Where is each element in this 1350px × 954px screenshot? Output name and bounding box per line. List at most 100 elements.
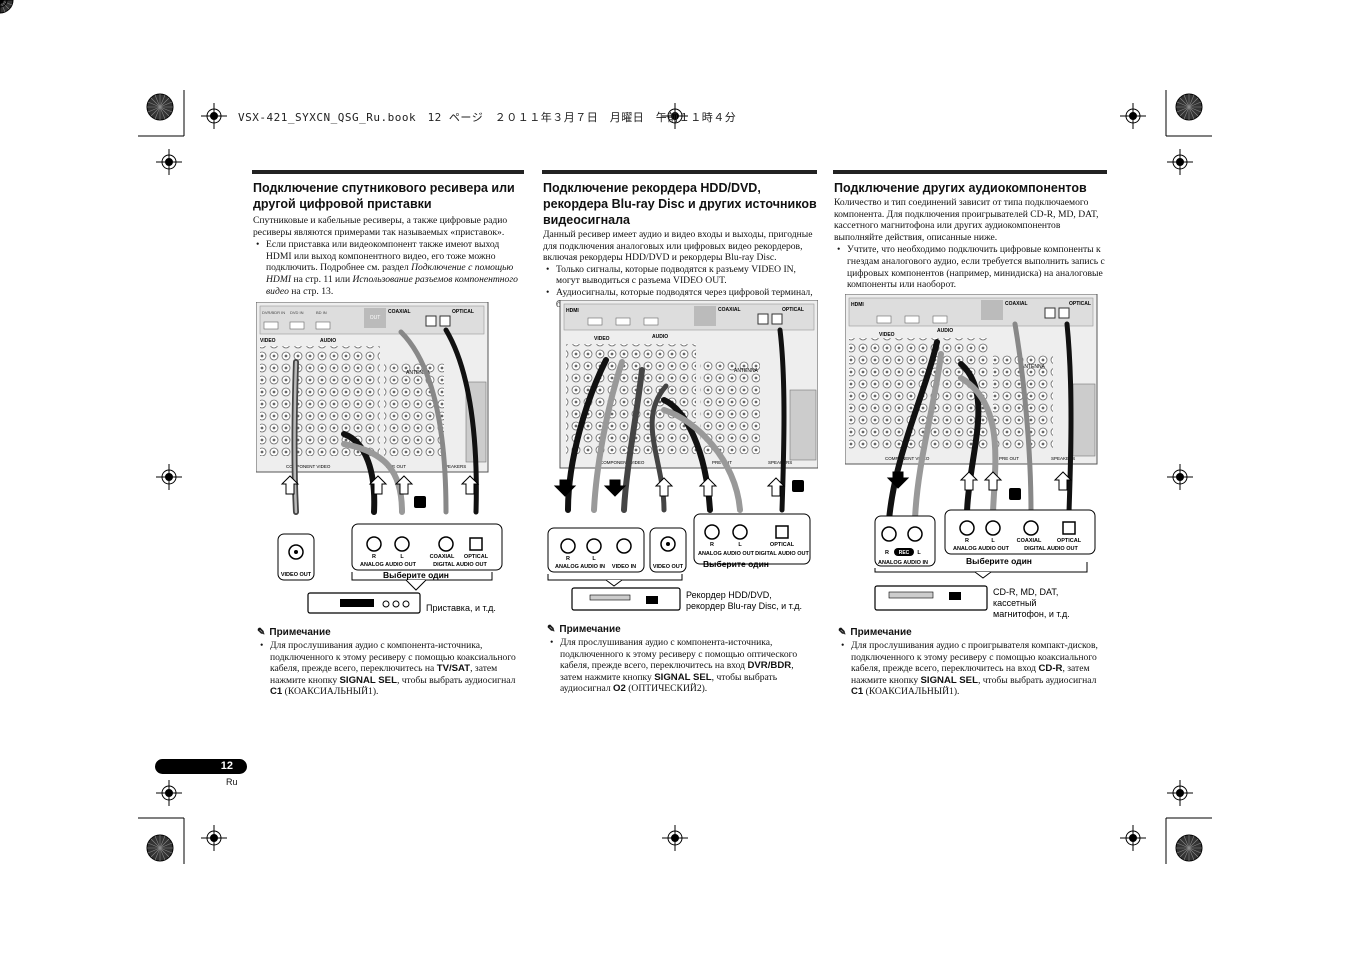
language-code: Ru	[226, 777, 238, 787]
panel-speakers-label: SPEAKERS	[442, 464, 466, 469]
panel-hdmi-label: HDMI	[566, 308, 579, 314]
note-title: Примечание	[269, 627, 331, 638]
r-label-2: R	[710, 542, 714, 548]
section-rule	[833, 170, 1107, 174]
receiver-rear-panel: HDMI COAXIAL OPTICAL VIDEO AUDIO ANTENNA…	[845, 294, 1098, 465]
panel-optical-label: OPTICAL	[452, 309, 474, 315]
note-icon	[1009, 488, 1021, 500]
analog-audio-in-label: ANALOG AUDIO IN	[878, 560, 928, 566]
panel-component-label: COMPONENT VIDEO	[286, 464, 331, 469]
section-intro: Спутниковые и кабельные ресиверы, а такж…	[253, 215, 508, 238]
r-label: R	[885, 550, 889, 556]
note-satellite: ✎Примечание Для прослушивания аудио с ко…	[257, 627, 525, 698]
panel-component-label: COMPONENT VIDEO	[600, 460, 645, 465]
digital-audio-out-label: DIGITAL AUDIO OUT	[755, 551, 809, 557]
panel-antenna-label: ANTENNA	[406, 370, 431, 376]
video-out-label: VIDEO OUT	[653, 564, 684, 570]
recorder-connection-diagram: HDMI COAXIAL OPTICAL VIDEO AUDIO ANTENNA…	[547, 300, 818, 611]
digital-audio-out-label: DIGITAL AUDIO OUT	[1024, 546, 1078, 552]
analog-audio-out-label: ANALOG AUDIO OUT	[698, 551, 755, 557]
video-out-label: VIDEO OUT	[281, 572, 312, 578]
print-header: VSX-421_SYXCN_QSG_Ru.book 12 ページ ２０１１年３月…	[238, 111, 737, 124]
section-intro: Данный ресивер имеет аудио и видео входы…	[543, 229, 813, 264]
list-item: Для прослушивания аудио с компонента-ист…	[257, 640, 525, 698]
note-audio-components: ✎Примечание Для прослушивания аудио с пр…	[838, 627, 1106, 698]
panel-video-label: VIDEO	[260, 338, 276, 344]
panel-coaxial-label: COAXIAL	[718, 307, 741, 313]
panel-audio-label: AUDIO	[652, 334, 668, 340]
l-label: L	[400, 554, 404, 560]
r-label-2: R	[965, 538, 969, 544]
note-icon	[792, 480, 804, 492]
satellite-connection-diagram: OUT DVR/BDR IN DVD IN BD IN COAXIAL OPTI…	[256, 302, 503, 614]
section-title: Подключение рекордера HDD/DVD, рекордера…	[543, 181, 817, 227]
l-label: L	[917, 550, 921, 556]
note-recorder: ✎Примечание Для прослушивания аудио с ко…	[547, 624, 817, 695]
r-label: R	[372, 554, 376, 560]
l-label-2: L	[991, 538, 995, 544]
section-recorder: Подключение рекордера HDD/DVD, рекордера…	[543, 180, 817, 310]
optical-label: OPTICAL	[770, 542, 795, 548]
video-in-label: VIDEO IN	[612, 564, 636, 570]
section-title: Подключение других аудиокомпонентов	[834, 181, 1087, 195]
panel-optical-label: OPTICAL	[1069, 301, 1091, 307]
panel-antenna-label: ANTENNA	[734, 368, 759, 374]
panel-out-label: OUT	[370, 315, 381, 321]
section-audio-components: Подключение других аудиокомпонентов Коли…	[834, 180, 1106, 291]
device-caption-2: кассетный	[993, 598, 1036, 608]
panel-video-label: VIDEO	[879, 332, 895, 338]
note-icon: ✎	[547, 624, 556, 635]
device-caption-1: CD-R, MD, DAT,	[993, 587, 1058, 597]
audio-component-connection-diagram: HDMI COAXIAL OPTICAL VIDEO AUDIO ANTENNA…	[845, 294, 1098, 619]
list-item: Для прослушивания аудио с компонента-ист…	[547, 637, 817, 695]
l-label-2: L	[738, 542, 742, 548]
analog-audio-out-label: ANALOG AUDIO OUT	[360, 562, 417, 568]
analog-audio-out-label: ANALOG AUDIO OUT	[953, 546, 1010, 552]
panel-video-label: VIDEO	[594, 336, 610, 342]
component-input-panel: R REC L ANALOG AUDIO IN R L COAXIAL OPTI…	[874, 509, 1096, 579]
source-output-panel: VIDEO OUT R L ANALOG AUDIO OUT COAXIAL O…	[277, 523, 503, 591]
optical-label: OPTICAL	[464, 554, 489, 560]
analog-audio-in-label: ANALOG AUDIO IN	[555, 564, 605, 570]
choose-one-label: Выберите один	[966, 556, 1032, 566]
device-caption-3: магнитофон, и т.д.	[993, 609, 1070, 619]
note-icon: ✎	[838, 627, 847, 638]
choose-one-label: Выберите один	[383, 570, 449, 580]
optical-label: OPTICAL	[1057, 538, 1082, 544]
recorder-input-panel: R L ANALOG AUDIO IN VIDEO IN VIDEO OUT R…	[547, 513, 811, 587]
rec-badge: REC	[899, 550, 910, 556]
panel-hdmi-label: HDMI	[851, 302, 864, 308]
set-top-box	[307, 592, 421, 614]
section-rule	[252, 170, 524, 174]
panel-speakers-label: SPEAKERS	[1051, 456, 1075, 461]
panel-audio-label: AUDIO	[320, 338, 336, 344]
panel-dvr-label: DVR/BDR IN	[262, 310, 285, 315]
panel-preout-label: PRE OUT	[386, 464, 406, 469]
digital-audio-out-label: DIGITAL AUDIO OUT	[433, 562, 487, 568]
receiver-rear-panel: HDMI COAXIAL OPTICAL VIDEO AUDIO ANTENNA…	[559, 300, 818, 469]
panel-coaxial-label: COAXIAL	[388, 309, 411, 315]
panel-bd-label: BD IN	[316, 310, 327, 315]
list-item: Если приставка или видеокомпонент также …	[253, 239, 525, 297]
section-title: Подключение спутникового ресивера или др…	[253, 181, 515, 211]
panel-antenna-label: ANTENNA	[1021, 364, 1046, 370]
panel-component-label: COMPONENT VIDEO	[885, 456, 930, 461]
coaxial-label: COAXIAL	[430, 554, 455, 560]
coaxial-label: COAXIAL	[1017, 538, 1042, 544]
panel-optical-label: OPTICAL	[782, 307, 804, 313]
panel-preout-label: PRE OUT	[999, 456, 1019, 461]
list-item: Только сигналы, которые подводятся к раз…	[543, 264, 817, 287]
note-title: Примечание	[850, 627, 912, 638]
panel-audio-label: AUDIO	[937, 328, 953, 334]
panel-speakers-label: SPEAKERS	[768, 460, 792, 465]
device-caption-1: Рекордер HDD/DVD,	[686, 590, 772, 600]
choose-one-label: Выберите один	[703, 559, 769, 569]
page-number: 12	[155, 759, 247, 774]
l-label: L	[592, 556, 596, 562]
note-icon	[414, 496, 426, 508]
note-title: Примечание	[559, 624, 621, 635]
device-caption-2: рекордер Blu-ray Disc, и т.д.	[686, 601, 802, 611]
list-item: Учтите, что необходимо подключить цифров…	[834, 244, 1106, 290]
section-intro: Количество и тип соединений зависит от т…	[834, 197, 1099, 243]
